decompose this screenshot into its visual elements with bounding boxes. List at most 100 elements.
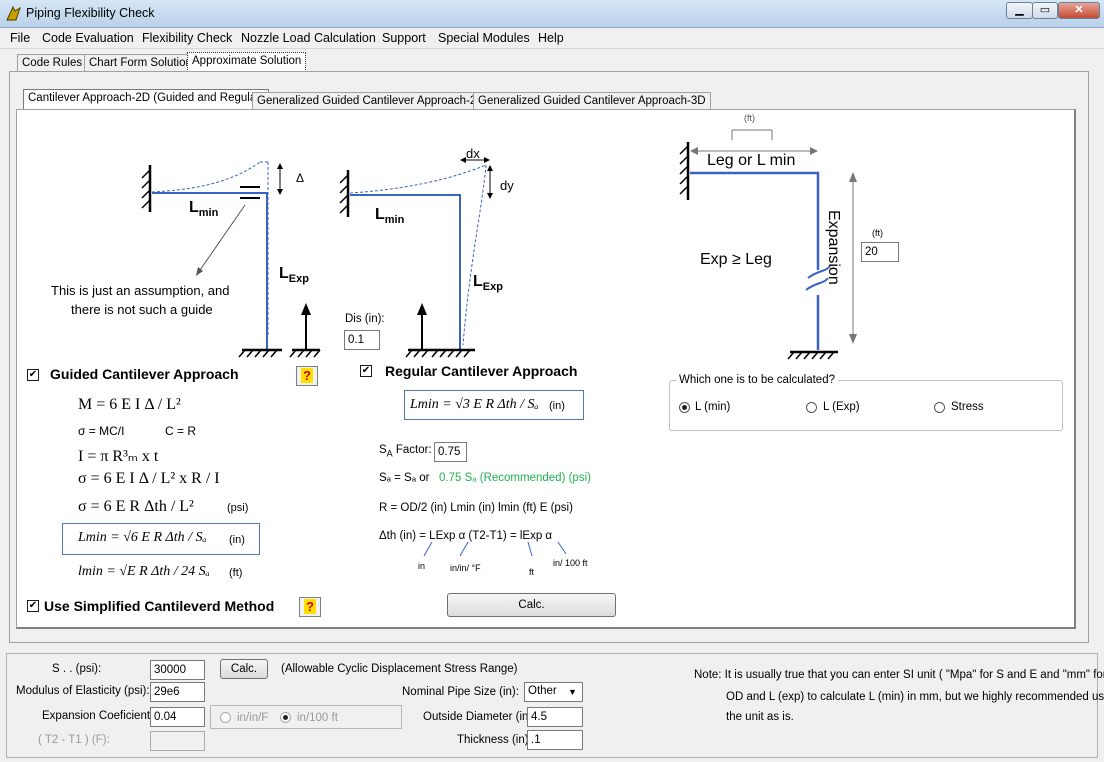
guided-help-button[interactable]: ? [296,366,318,386]
simplified-help-button[interactable]: ? [299,597,321,617]
radio-inin-label[interactable]: in/in/F [237,712,269,724]
unit-in100: in/ 100 ft [553,558,588,568]
eq-moment: M = 6 E I Δ / L² [78,396,181,413]
dis-label: Dis (in): [345,313,385,325]
nps-label: Nominal Pipe Size (in): [402,686,519,698]
thk-input[interactable] [527,730,583,750]
delta-label: Δ [296,171,305,185]
od-input[interactable] [527,707,583,727]
regular-label: Regular Cantilever Approach [385,363,578,379]
tab-chart-form-solution[interactable]: Chart Form Solution [84,54,197,72]
leg-label: Leg or L min [707,152,796,169]
dt-label: ( T2 - T1 ) (F): [38,734,110,746]
nps-select-value: Other [528,685,557,697]
chevron-down-icon: ▼ [568,687,577,697]
eq-lmin-ft: lmin = √E R Δth / 24 Sₐ [78,564,210,579]
eq-sigma1: σ = 6 E I Δ / L² x R / I [78,470,220,487]
tab-generalized-3d[interactable]: Generalized Guided Cantilever Approach-3… [473,92,711,110]
menu-flexibility-check[interactable]: Flexibility Check [142,31,233,45]
maximize-button[interactable]: ▭ [1032,2,1058,19]
main-tab-panel [9,71,1089,643]
eq-lmin-unit: (in) [229,534,245,546]
exp-ge-leg-label: Exp ≥ Leg [700,251,772,268]
radio-stress[interactable] [934,402,945,413]
lmin-label-2: Lmin [375,206,405,227]
eq-sigma2-unit: (psi) [227,502,249,514]
cantilever-diagram [141,157,493,358]
sa-calc-button[interactable]: Calc. [220,659,268,679]
unit-in: in [418,561,426,571]
ft-top-label: (ft) [744,113,755,123]
close-button[interactable]: ✕ [1058,2,1100,19]
dy-label: dy [500,178,514,193]
regular-formula-box [404,390,584,420]
nps-select[interactable]: Other ▼ [524,682,583,702]
ft-right-label: (ft) [872,228,883,238]
tab-approximate-solution[interactable]: Approximate Solution [187,52,307,72]
unit-group [210,705,402,729]
dis-input[interactable] [344,330,380,350]
expansion-input[interactable] [861,242,899,262]
regular-formula: Lmin = √3 E R Δth / Sₐ [410,397,539,412]
eq-stress: σ = MC/I [78,424,125,438]
radio-in100ft[interactable] [280,712,291,723]
sa-input[interactable] [150,660,205,680]
radio-inin[interactable] [220,712,231,723]
modulus-input[interactable] [150,682,205,702]
dt-input[interactable] [150,731,205,751]
cantilever-panel [16,109,1076,629]
radio-lexp-label[interactable]: L (Exp) [823,401,860,413]
od-label: Outside Diameter (in): [423,711,536,723]
modulus-label: Modulus of Elasticity (psi): [16,685,150,697]
thk-label: Thickness (in): [457,734,532,746]
exp-coef-input[interactable] [150,707,205,727]
regular-checkbox[interactable]: ✔ [360,365,372,377]
delta-th-line: Δth (in) = LExp α (T2-T1) = lExp α [379,530,553,542]
radio-in100ft-label[interactable]: in/100 ft [297,712,338,724]
unit-ft: ft [529,567,535,577]
menu-special-modules[interactable]: Special Modules [438,31,530,45]
unit-inin: in/in/ °F [450,563,481,573]
eq-lmin-ft-unit: (ft) [229,567,243,579]
radio-lmin[interactable] [679,402,690,413]
simplified-checkbox[interactable]: ✔ [27,600,39,612]
sa-label: S . . (psi): [52,663,102,675]
menu-nozzle-load[interactable]: Nozzle Load Calculation [241,31,376,45]
title-bar: Piping Flexibility Check ▁ ▭ ✕ [0,0,1104,28]
input-panel [6,653,1098,758]
lmin-formula-box [62,523,260,555]
menu-help[interactable]: Help [538,31,564,45]
sa-line: Sₐ = Sₐ or 0.75 Sₐ (Recommended) (psi) [379,472,591,484]
radio-lmin-label[interactable]: L (min) [695,401,731,413]
regular-formula-unit: (in) [549,400,565,412]
lexp-label-1: LExp [279,265,309,286]
calc-target-title: Which one is to be calculated? [676,374,838,386]
radio-stress-label[interactable]: Stress [951,401,984,413]
dx-label: dx [466,146,480,161]
eq-sigma2: σ = 6 E R Δth / L² [78,498,194,515]
assumption-note-2: there is not such a guide [71,302,213,317]
note-line-1: Note: It is usually true that you can en… [694,669,1104,681]
tab-code-rules[interactable]: Code Rules [17,54,88,72]
guided-label: Guided Cantilever Approach [50,366,239,382]
minimize-button[interactable]: ▁ [1006,2,1033,19]
unit-arrows [423,541,567,557]
assumption-note-1: This is just an assumption, and [51,283,230,298]
guided-checkbox[interactable]: ✔ [27,369,39,381]
eq-lmin: Lmin = √6 E R Δth / Sₐ [78,530,207,545]
tab-cantilever-2d[interactable]: Cantilever Approach-2D (Guided and Regul… [23,89,269,110]
note-line-3: the unit as is. [726,711,794,723]
simplified-label: Use Simplified Cantileverd Method [44,598,275,614]
sa-factor-input[interactable] [434,442,467,462]
window-title: Piping Flexibility Check [26,6,155,20]
menu-support[interactable]: Support [382,31,426,45]
menu-file[interactable]: File [10,31,31,45]
menu-bar: File Code Evaluation Flexibility Check N… [0,28,1104,49]
note-line-2: OD and L (exp) to calculate L (min) in m… [726,691,1104,703]
regular-calc-button[interactable]: Calc. [447,593,616,617]
menu-code-evaluation[interactable]: Code Evaluation [42,31,134,45]
expansion-loop-diagram [679,129,857,360]
radio-lexp[interactable] [806,402,817,413]
tab-generalized-2d[interactable]: Generalized Guided Cantilever Approach-2… [252,92,490,110]
exp-coef-label: Expansion Coeficient: [42,710,154,722]
